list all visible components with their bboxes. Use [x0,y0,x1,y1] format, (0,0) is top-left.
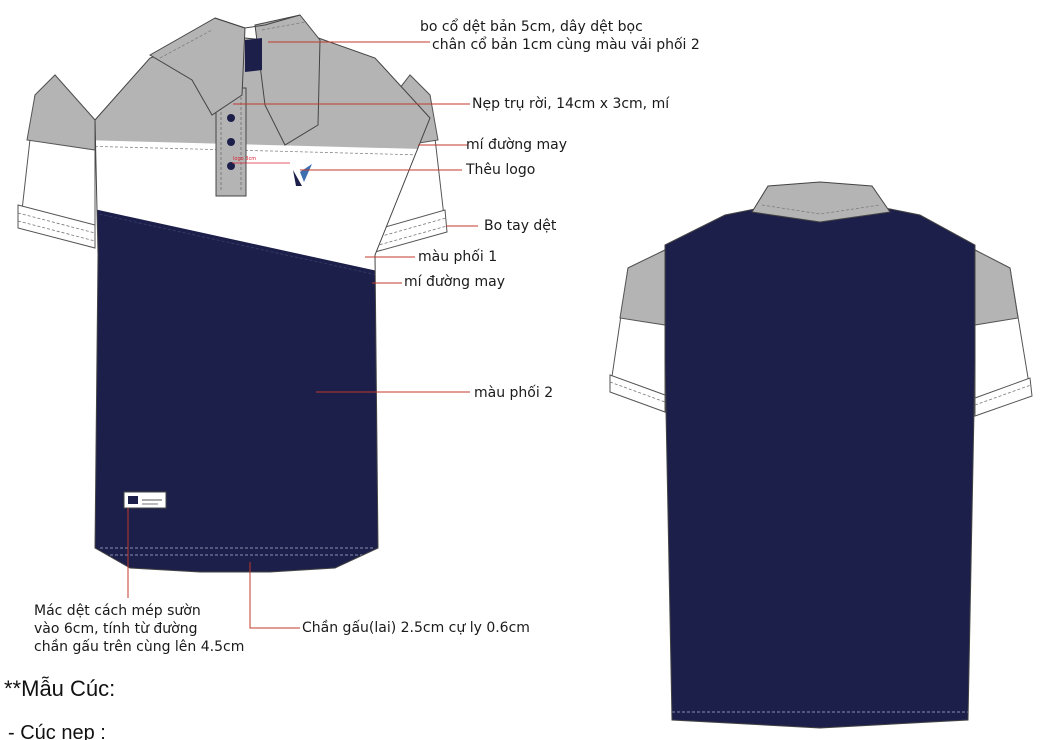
callout-color1: màu phối 1 [418,249,498,265]
svg-text:logo 3cm: logo 3cm [233,156,256,162]
callout-yoke-seam: mí đường may [466,137,568,153]
callout-label-line3: chần gấu trên cùng lên 4.5cm [34,639,245,655]
callout-color2: màu phối 2 [474,385,554,401]
back-view [609,181,1033,729]
leader-hem [249,562,300,629]
callout-placket: Nẹp trụ rời, 14cm x 3cm, mí [472,96,670,112]
front-view: logo 3cm [17,14,448,573]
callout-collar: bo cổ dệt bản 5cm, dây dệt bọc chân cổ b… [420,18,730,54]
logo-embroidery-icon [293,164,312,186]
front-left-sleeve [17,74,96,249]
callout-label-line1: Mác dệt cách mép sườn [34,603,201,619]
callout-label: Mác dệt cách mép sườn vào 6cm, tính từ đ… [34,602,274,656]
front-collar [149,14,321,146]
buttons-note-title: **Mẫu Cúc: [4,676,116,701]
buttons-note-sub: - Cúc nẹp : [8,722,106,740]
callout-logo: Thêu logo [466,162,536,178]
callout-collar-line1: bo cổ dệt bản 5cm, dây dệt bọc [420,19,643,35]
callout-collar-line2: chân cổ bản 1cm cùng màu vải phối 2 [432,37,700,53]
back-left-sleeve [609,249,666,413]
back-right-sleeve [974,249,1033,417]
callout-label-line2: vào 6cm, tính từ đường [34,621,198,637]
back-body [665,205,975,728]
callout-sleeve-band: Bo tay dệt [484,218,557,234]
woven-label-icon [123,491,167,509]
leader-lines [127,41,478,629]
callout-diag-seam: mí đường may [404,274,506,290]
back-collar [751,181,891,223]
callout-hem: Chần gấu(lai) 2.5cm cự ly 0.6cm [302,620,530,636]
